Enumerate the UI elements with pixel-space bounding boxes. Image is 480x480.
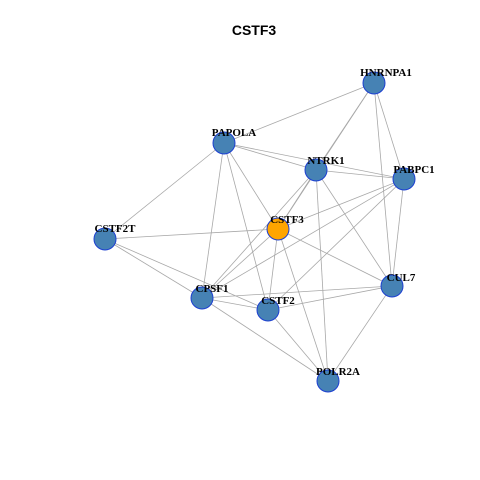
edge-pabpc1-cul7 xyxy=(391,178,405,287)
node-label-hnrnpa1: HNRNPA1 xyxy=(360,67,412,79)
edge-cstf2-polr2a xyxy=(267,309,329,382)
edge-hnrnpa1-papola xyxy=(223,82,375,144)
edge-papola-ntrk1 xyxy=(223,142,317,171)
edge-cpsf1-cul7 xyxy=(201,285,393,299)
edge-cstf2t-cstf3 xyxy=(104,228,279,240)
edge-papola-cstf2t xyxy=(104,142,225,240)
edge-cstf3-cpsf1 xyxy=(201,228,279,299)
node-label-cstf2t: CSTF2T xyxy=(95,223,137,235)
node-cstf3[interactable] xyxy=(266,217,290,241)
node-label-pabpc1: PABPC1 xyxy=(393,164,434,176)
node-polr2a[interactable] xyxy=(316,369,340,393)
edge-papola-cstf2 xyxy=(223,142,269,311)
edge-cstf3-cstf2 xyxy=(267,228,279,311)
edge-ntrk1-cpsf1 xyxy=(201,169,317,299)
node-cul7[interactable] xyxy=(380,274,404,298)
node-label-polr2a: POLR2A xyxy=(316,366,360,378)
edge-hnrnpa1-pabpc1 xyxy=(373,82,405,180)
edge-layer xyxy=(104,82,405,382)
edge-hnrnpa1-cul7 xyxy=(373,82,393,287)
edge-papola-cpsf1 xyxy=(201,142,225,299)
edge-pabpc1-cstf2 xyxy=(267,178,405,311)
edge-cstf2t-cstf2 xyxy=(104,238,269,311)
node-layer xyxy=(93,71,416,393)
edge-cstf2t-cpsf1 xyxy=(104,238,203,299)
edge-pabpc1-cstf3 xyxy=(277,178,405,230)
edge-cstf3-polr2a xyxy=(277,228,329,382)
node-papola[interactable] xyxy=(212,131,236,155)
node-label-ntrk1: NTRK1 xyxy=(307,155,344,167)
edge-cul7-polr2a xyxy=(327,285,393,382)
node-pabpc1[interactable] xyxy=(392,167,416,191)
graph-title: CSTF3 xyxy=(232,22,277,38)
edge-pabpc1-cpsf1 xyxy=(201,178,405,299)
edge-ntrk1-pabpc1 xyxy=(315,169,405,180)
node-label-cstf3: CSTF3 xyxy=(270,214,304,226)
edge-ntrk1-polr2a xyxy=(315,169,329,382)
node-label-cpsf1: CPSF1 xyxy=(196,283,229,295)
node-cstf2[interactable] xyxy=(256,298,280,322)
node-hnrnpa1[interactable] xyxy=(362,71,386,95)
node-cstf2t[interactable] xyxy=(93,227,117,251)
edge-cstf3-cul7 xyxy=(277,228,393,287)
node-label-cul7: CUL7 xyxy=(387,272,416,284)
node-cpsf1[interactable] xyxy=(190,286,214,310)
edge-cstf2-cul7 xyxy=(267,285,393,311)
node-label-papola: PAPOLA xyxy=(212,127,256,139)
edge-cpsf1-polr2a xyxy=(201,297,329,382)
edge-ntrk1-cstf3 xyxy=(277,169,317,230)
edge-papola-cstf3 xyxy=(223,142,279,230)
node-ntrk1[interactable] xyxy=(304,158,328,182)
node-label-cstf2: CSTF2 xyxy=(261,295,295,307)
edge-ntrk1-cul7 xyxy=(315,169,393,287)
